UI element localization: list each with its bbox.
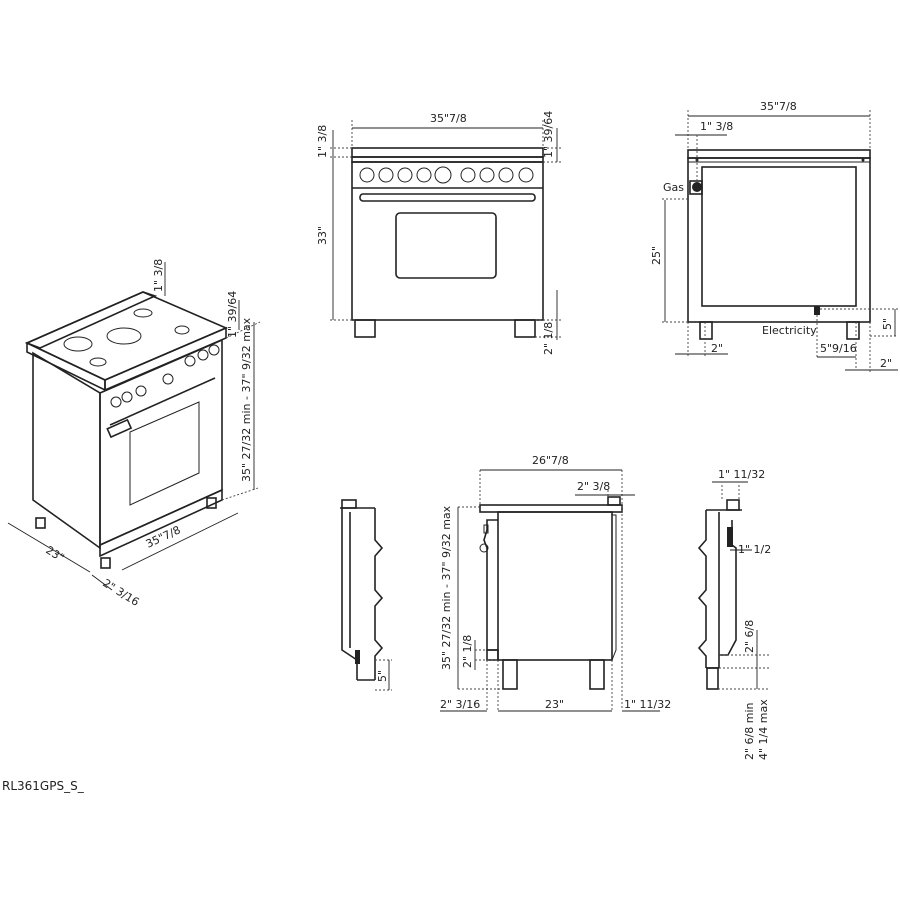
side-left-detail-view: 5": [340, 499, 392, 691]
right-bottom-label: 2" 6/8: [743, 620, 756, 653]
front-backsplash-label: 1" 3/8: [316, 125, 329, 158]
isometric-view: 35" 27/32 min - 37" 9/32 max 1" 3/8 1" 3…: [7, 259, 261, 609]
side-rear-offset-label: 1" 11/32: [624, 698, 671, 711]
front-body-height-label: 33": [316, 226, 329, 245]
iso-backsplash-label: 1" 3/8: [152, 259, 165, 292]
electricity-height-label: 5": [881, 318, 894, 330]
iso-knobs: [110, 344, 220, 408]
iso-door-offset-label: 2" 3/16: [100, 577, 141, 609]
electricity-connector-icon: [814, 306, 820, 315]
gas-label: Gas: [663, 181, 684, 194]
side-door-offset-label: 2" 3/16: [440, 698, 480, 711]
back-left-offset-label: 2": [711, 342, 723, 355]
iso-oven-window: [129, 401, 200, 506]
electricity-offset-label: 5"9/16: [820, 342, 857, 355]
side-left-height-label: 5": [376, 670, 389, 682]
iso-front: [99, 338, 223, 547]
side-depth-label: 26"7/8: [532, 454, 569, 467]
side-backsplash-depth-label: 2" 3/8: [577, 480, 610, 493]
front-cooktop-label: 1" 39/64: [542, 111, 555, 158]
back-right-offset-label: 2": [880, 357, 892, 370]
gas-height-label: 25": [650, 246, 663, 265]
electricity-label: Electricity: [762, 324, 817, 337]
side-kick-height-label: 2" 1/8: [461, 635, 474, 668]
gas-connector-icon: [689, 180, 703, 195]
model-code: RL361GPS_S_: [2, 779, 84, 793]
side-total-height-label: 35" 27/32 min - 37" 9/32 max: [440, 505, 453, 670]
front-handle: [359, 193, 536, 202]
right-leg-max-label: 4" 1/4 max: [757, 699, 770, 760]
side-right-detail-view: 1" 11/32 1" 1/2 2" 6/8 2" 6/8 min 4" 1/4…: [697, 468, 771, 760]
right-spacer-label: 1" 1/2: [738, 543, 771, 556]
front-leg-height-label: 2" 1/8: [542, 322, 555, 355]
iso-backsplash: [24, 291, 158, 349]
gas-offset-label: 1" 3/8: [700, 120, 733, 133]
iso-total-height-label: 35" 27/32 min - 37" 9/32 max: [240, 317, 253, 482]
front-knobs: [359, 166, 534, 184]
side-body-depth-label: 23": [545, 698, 564, 711]
right-top-depth-label: 1" 11/32: [718, 468, 765, 481]
right-leg-min-label: 2" 6/8 min: [743, 702, 756, 760]
back-width-label: 35"7/8: [760, 100, 797, 113]
back-view: 35"7/8 1" 3/8 Gas 25" Electricity 5" 2" …: [650, 100, 898, 372]
front-width-label: 35"7/8: [430, 112, 467, 125]
front-oven-window: [395, 212, 497, 279]
iso-handle: [106, 418, 133, 439]
side-view: 26"7/8 2" 3/8 35" 27/32 min - 37" 9/32 m…: [440, 454, 671, 712]
front-view: 35"7/8 1" 3/8 33" 1" 39/64 2" 1/8: [316, 111, 562, 355]
iso-cooktop-label: 1" 39/64: [226, 291, 239, 338]
